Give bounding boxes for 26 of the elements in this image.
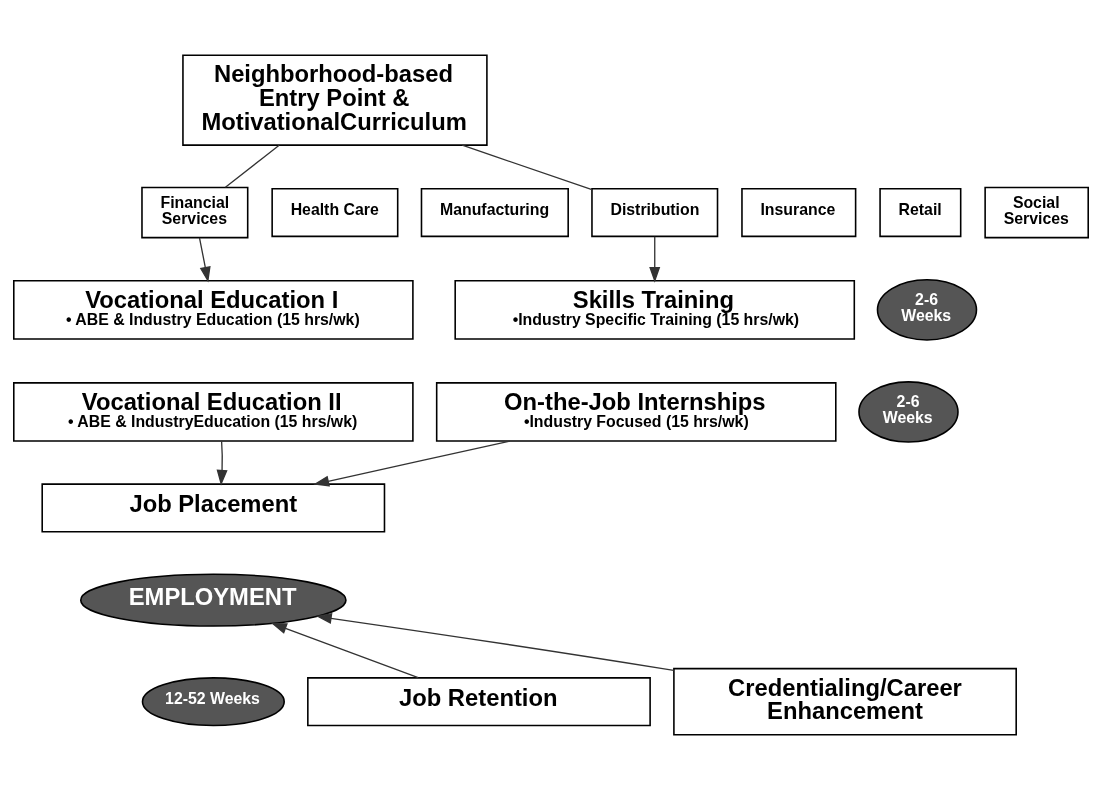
node-box: On-the-Job Internships •Industry Focused (15 hrs/wk) — [435, 381, 837, 442]
arrow — [315, 612, 675, 671]
node-box: Vocational Education II • ABE & IndustryEducation (15 hrs/wk) — [13, 381, 414, 442]
node-box: Job Retention — [307, 676, 651, 726]
node-box: Social Services — [984, 186, 1089, 238]
node-ellipse: 2-6 Weeks — [876, 278, 978, 341]
node-box: Manufacturing — [420, 187, 569, 237]
arrow — [649, 235, 661, 283]
node-box: Skills Training •Industry Specific Training (15 hrs/wk) — [454, 279, 856, 340]
node-box: Health Care — [271, 187, 399, 237]
connector — [224, 144, 280, 188]
node-box: Credentialing/Career Enhancement — [673, 667, 1017, 735]
node-box: Retail — [879, 187, 962, 237]
node-box: Job Placement — [41, 482, 386, 532]
arrow — [313, 440, 511, 487]
node-box: Insurance — [741, 187, 857, 237]
arrow — [271, 622, 419, 678]
arrow — [216, 440, 228, 486]
node-box: Financial Services — [141, 186, 249, 238]
node-box: Neighborhood-based Entry Point & MotivationalCurriculum — [182, 54, 488, 146]
arrow — [198, 236, 211, 283]
node-box: Vocational Education I • ABE & Industry Education (15 hrs/wk) — [13, 279, 414, 340]
connector — [461, 144, 593, 190]
node-box: Distribution — [591, 187, 719, 237]
node-ellipse: 12-52 Weeks — [141, 676, 285, 726]
node-ellipse: 2-6 Weeks — [858, 380, 959, 443]
